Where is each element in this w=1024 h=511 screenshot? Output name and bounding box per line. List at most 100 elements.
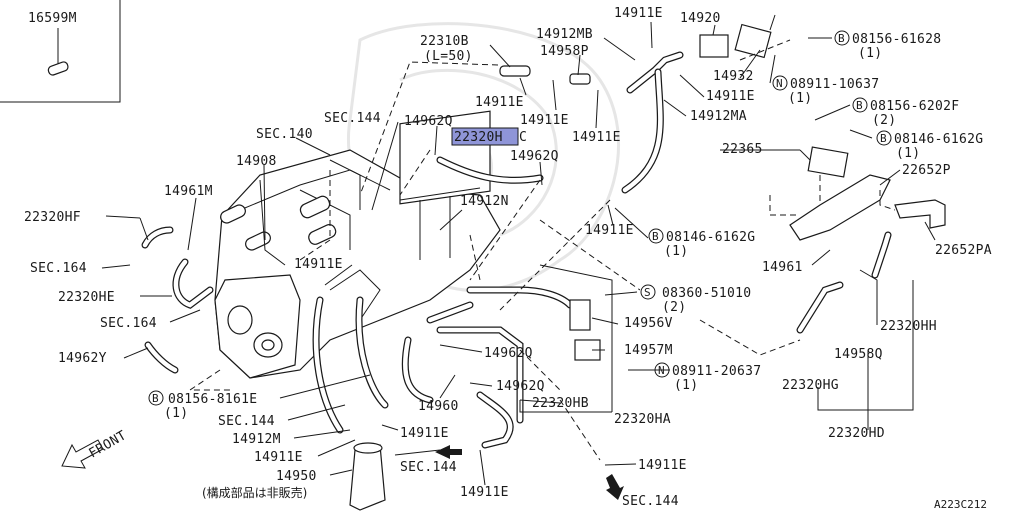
fastener-b4: B 08146-6162G (1) — [648, 228, 755, 259]
fastener-b3: B 08146-6162G (1) — [876, 130, 983, 161]
label-14956v: 14956V — [624, 316, 673, 331]
svg-text:08360-51010: 08360-51010 — [662, 286, 751, 301]
label-14920: 14920 — [680, 11, 721, 26]
label-14911e-j: 14911E — [638, 458, 687, 473]
svg-text:B: B — [856, 99, 863, 112]
label-14961: 14961 — [762, 260, 803, 275]
label-14912ma: 14912MA — [690, 109, 747, 124]
label-14962q-b: 14962Q — [510, 149, 559, 164]
svg-text:(1): (1) — [164, 406, 188, 421]
svg-text:(1): (1) — [896, 146, 920, 161]
svg-text:B: B — [152, 392, 159, 405]
label-14962q-a: 14962Q — [404, 114, 453, 129]
label-sec164-b: SEC.164 — [100, 316, 157, 331]
label-22365: 22365 — [722, 142, 763, 157]
svg-text:08156-61628: 08156-61628 — [852, 32, 941, 47]
svg-text:(1): (1) — [858, 46, 882, 61]
label-sec144-c: SEC.144 — [400, 460, 457, 475]
label-22652p: 22652P — [902, 163, 951, 178]
svg-text:08911-10637: 08911-10637 — [790, 77, 879, 92]
label-22320hd: 22320HD — [828, 426, 885, 441]
hoses — [141, 51, 892, 449]
label-14962q-d: 14962Q — [496, 379, 545, 394]
label-14958p: 14958P — [540, 44, 589, 59]
svg-text:08146-6162G: 08146-6162G — [666, 230, 755, 245]
svg-text:08156-6202F: 08156-6202F — [870, 99, 959, 114]
label-sec144-d: SEC.144 — [622, 494, 679, 509]
svg-text:N: N — [776, 77, 783, 90]
label-22320hh: 22320HH — [880, 319, 937, 334]
fastener-b5: B 08156-8161E (1) — [148, 390, 257, 421]
svg-text:B: B — [838, 32, 845, 45]
label-14950-note: (構成部品は非販売) — [202, 485, 307, 500]
components — [349, 23, 946, 511]
label-22320he: 22320HE — [58, 290, 115, 305]
label-14950: 14950 — [276, 469, 317, 484]
svg-text:(2): (2) — [872, 113, 896, 128]
bracket-14932 — [734, 23, 772, 59]
label-14911e-top: 14911E — [614, 6, 663, 21]
label-sec164-a: SEC.164 — [30, 261, 87, 276]
svg-text:(1): (1) — [664, 244, 688, 259]
svg-text:(1): (1) — [674, 378, 698, 393]
label-22310b: 22310B — [420, 34, 469, 49]
label-sec140: SEC.140 — [256, 127, 313, 142]
svg-text:B: B — [880, 132, 887, 145]
fastener-n1: N 08911-10637 (1) — [772, 75, 879, 106]
label-14960: 14960 — [418, 399, 459, 414]
label-22320hg: 22320HG — [782, 378, 839, 393]
inset-box — [0, 0, 121, 103]
label-16599m: 16599M — [28, 11, 77, 26]
svg-text:(2): (2) — [662, 300, 686, 315]
label-14911e-g: 14911E — [254, 450, 303, 465]
callout-labels: 16599M 14911E 14920 22310B (L=50) 14912M… — [24, 6, 992, 511]
label-14962y: 14962Y — [58, 351, 107, 366]
label-14911e-a: 14911E — [475, 95, 524, 110]
label-14911e-e: 14911E — [294, 257, 343, 272]
label-14958q: 14958Q — [834, 347, 883, 362]
label-22320hb: 22320HB — [532, 396, 589, 411]
label-22320ha: 22320HA — [614, 412, 671, 427]
label-14911e-i: 14911E — [460, 485, 509, 500]
arrows — [61, 439, 624, 500]
svg-text:08146-6162G: 08146-6162G — [894, 132, 983, 147]
label-front: FRONT — [87, 428, 130, 461]
svg-text:(1): (1) — [788, 91, 812, 106]
fastener-n2: N 08911-20637 (1) — [654, 362, 761, 393]
part-highlight — [451, 127, 519, 146]
label-sec144-b: SEC.144 — [218, 414, 275, 429]
label-14911e-d: 14911E — [706, 89, 755, 104]
label-14961m: 14961M — [164, 184, 213, 199]
svg-text:B: B — [652, 230, 659, 243]
sensor-22365 — [807, 146, 849, 178]
fastener-b2: B 08156-6202F (2) — [852, 97, 959, 128]
label-22652pa: 22652PA — [935, 243, 992, 258]
solenoid-valve-14920 — [699, 34, 729, 58]
label-22320hc: 22320H — [454, 130, 503, 145]
svg-text:S: S — [644, 286, 651, 299]
label-14911e-b: 14911E — [520, 113, 569, 128]
valve-14956v — [569, 299, 591, 331]
reference-lines — [188, 39, 896, 461]
arrow-sec144-down — [606, 474, 624, 500]
bracket-22652pa — [894, 199, 946, 229]
label-14912n: 14912N — [460, 194, 509, 209]
label-sec144-a: SEC.144 — [324, 111, 381, 126]
label-14911e-h: 14911E — [400, 426, 449, 441]
label-22320hf: 22320HF — [24, 210, 81, 225]
svg-text:08156-8161E: 08156-8161E — [168, 392, 257, 407]
fastener-labels: B 08156-61628 (1) N 08911-10637 (1) B 08… — [148, 30, 983, 421]
label-22320hc-suffix: C — [519, 130, 527, 145]
label-14908: 14908 — [236, 154, 277, 169]
svg-text:N: N — [658, 364, 665, 377]
label-14911e-f: 14911E — [585, 223, 634, 238]
label-14912m: 14912M — [232, 432, 281, 447]
label-14962q-c: 14962Q — [484, 346, 533, 361]
label-14912mb: 14912MB — [536, 27, 593, 42]
canister-14950 — [349, 444, 386, 511]
fastener-s1: S 08360-51010 (2) — [640, 284, 751, 315]
label-14911e-c: 14911E — [572, 130, 621, 145]
label-14932: 14932 — [713, 69, 754, 84]
